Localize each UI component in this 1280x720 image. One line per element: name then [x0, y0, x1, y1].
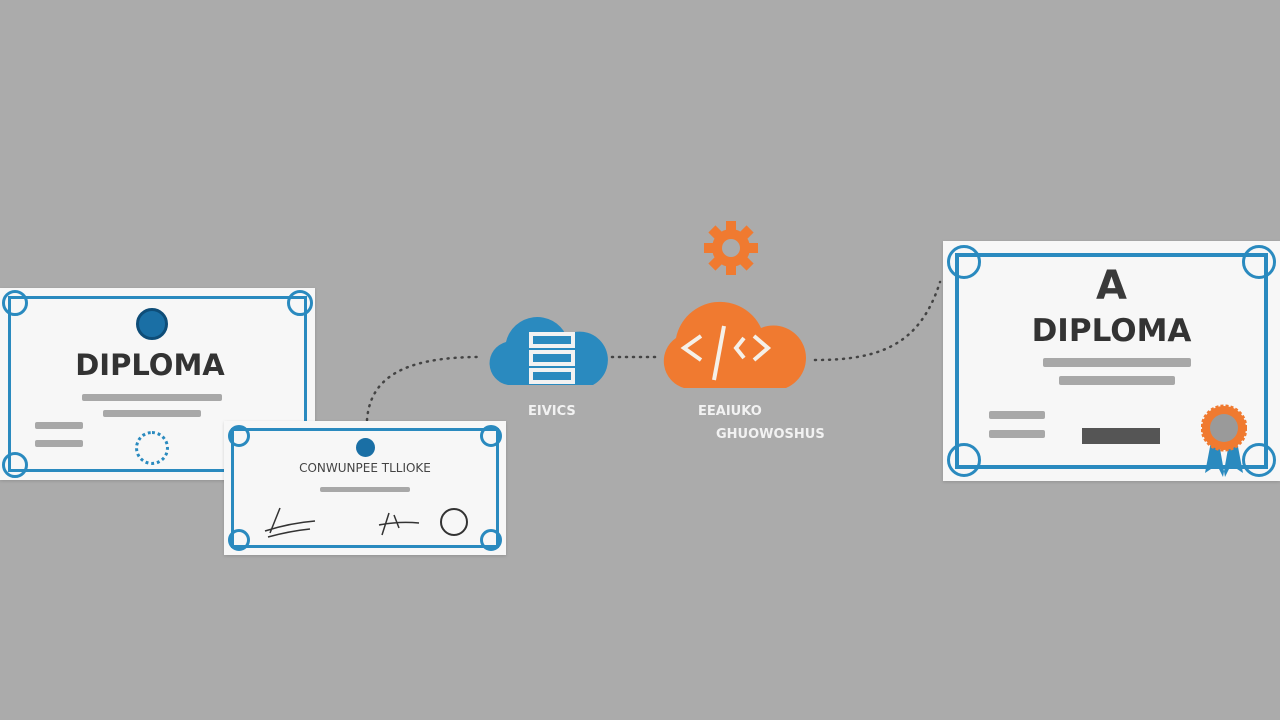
blue-cloud: [489, 316, 608, 385]
server-icon: [529, 332, 575, 384]
award-ribbon-icon: [1201, 404, 1247, 477]
seal-icon: [136, 308, 168, 340]
certificate: CONWUNPEE TLLIOKE: [224, 421, 506, 555]
orange-cloud-sublabel: GHUOWOSHUS: [716, 427, 825, 442]
right-diploma: A DIPLOMA: [943, 241, 1280, 481]
signature-icon: [378, 512, 420, 536]
code-icon: [680, 325, 772, 381]
blue-cloud-label: EIVICS: [528, 404, 576, 419]
signature-icon: [264, 507, 316, 538]
orange-cloud-label: EEAIUKO: [698, 404, 762, 419]
logo: A: [1096, 263, 1127, 309]
diploma-title: DIPLOMA: [1031, 313, 1192, 349]
certificate-title: CONWUNPEE TLLIOKE: [299, 461, 431, 475]
diploma-title: DIPLOMA: [75, 348, 225, 382]
stamp-icon: [135, 431, 169, 465]
gear-icon: [704, 221, 758, 275]
stamp-icon: [440, 508, 468, 536]
orange-cloud: [663, 301, 806, 388]
seal-icon: [356, 438, 375, 457]
